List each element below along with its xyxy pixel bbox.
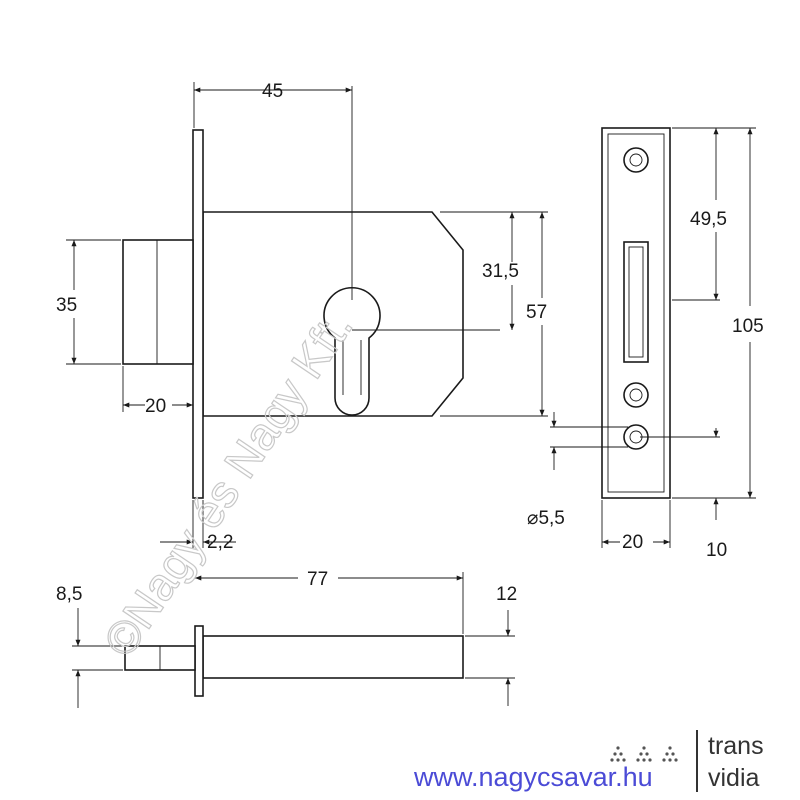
dim-20-plate: 20 xyxy=(622,532,643,553)
bottom-body xyxy=(202,635,464,679)
dim-10: 10 xyxy=(706,540,727,561)
dimension-labels: 45 35 20 2,2 31,5 57 49,5 105 ⌀5,5 20 10… xyxy=(56,81,764,605)
cylinder-keyhole xyxy=(323,286,381,416)
brand-line1: trans xyxy=(708,732,764,760)
dim-45: 45 xyxy=(262,81,283,102)
lock-bolt xyxy=(122,239,194,365)
brand-line2: vidia xyxy=(708,764,760,792)
lock-front-view xyxy=(122,86,500,499)
dim-8-5: 8,5 xyxy=(56,584,82,605)
bottom-faceplate xyxy=(194,625,204,697)
dimension-lines xyxy=(66,82,756,708)
dim-5-5: ⌀5,5 xyxy=(527,508,565,529)
lock-bottom-view xyxy=(124,625,464,697)
brand-dots-icon xyxy=(610,746,678,762)
website-url[interactable]: www.nagycsavar.hu xyxy=(413,762,653,792)
dim-12: 12 xyxy=(496,584,517,605)
dim-57: 57 xyxy=(526,302,547,323)
dim-35: 35 xyxy=(56,295,77,316)
faceplate-side-view xyxy=(601,127,671,499)
lock-faceplate xyxy=(192,129,204,499)
screw-hole-middle xyxy=(623,382,649,408)
dim-77: 77 xyxy=(307,569,328,590)
dim-20-bolt: 20 xyxy=(145,396,166,417)
dim-31-5: 31,5 xyxy=(482,261,519,282)
dim-105: 105 xyxy=(732,316,764,337)
faceplate-plate xyxy=(601,127,671,499)
faceplate-inner xyxy=(607,133,665,493)
bolt-slot xyxy=(623,241,649,363)
dim-2-2: 2,2 xyxy=(207,532,233,553)
screw-hole-top xyxy=(623,147,649,173)
dim-49-5: 49,5 xyxy=(690,209,727,230)
footer: trans vidia www.nagycsavar.hu xyxy=(413,730,764,792)
